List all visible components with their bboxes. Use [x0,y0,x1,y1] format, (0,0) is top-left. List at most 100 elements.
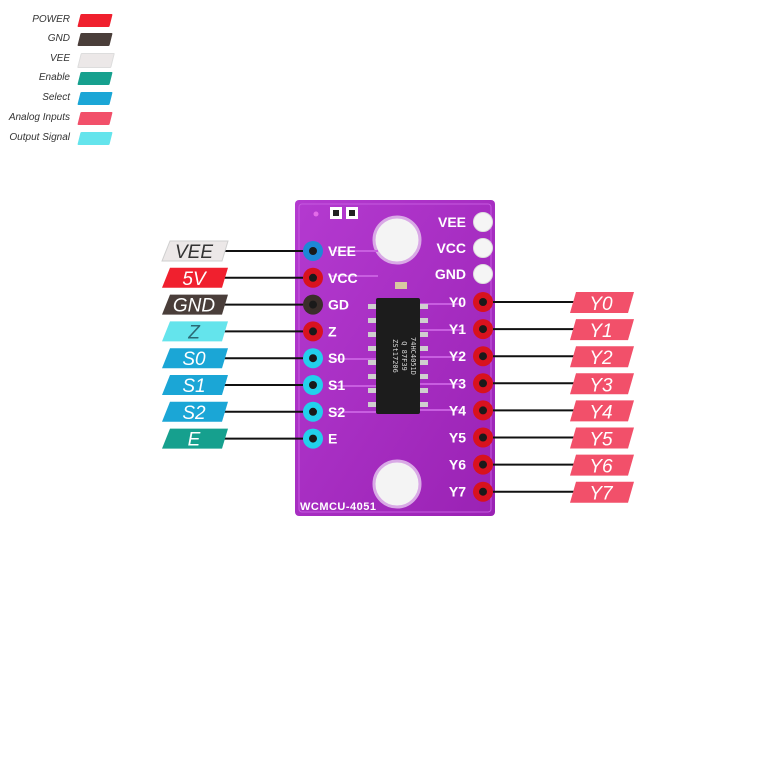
pin-hole [479,379,487,388]
pin-tag-background [570,373,634,395]
pcb-pin-label: E [328,431,337,447]
pin-tag-label: Y4 [589,402,612,423]
pin-hole [479,325,487,334]
board-model-label: WCMCU-4051 [300,501,377,513]
pcb-pin-label: GD [328,297,349,313]
pin-tag-background [570,454,634,476]
legend-item-vee: VEE [0,51,120,69]
pin-hole [309,407,317,416]
legend: POWER GND VEE Enable Select Analog Input… [0,0,130,150]
legend-label: Output Signal [9,132,70,143]
pin-tag-background [162,401,228,422]
legend-item-analog-inputs: Analog Inputs [0,110,120,128]
pin-hole [479,460,487,469]
pin-tag-label: GND [173,296,216,317]
pin-tag-background [570,346,634,368]
pin-hole [309,381,317,389]
pcb-pin-label: S0 [328,350,345,366]
pin-hole [479,406,487,415]
pin-tag-s2: S2 [162,401,228,424]
pcb-pin-label: VCC [436,240,466,256]
chip-marking-line: Q 87F39 [400,341,408,371]
pin-tag-background [570,292,634,313]
pin-tag-label: Y1 [589,321,612,342]
pin-tag-label: Y7 [589,484,614,505]
ic-pin [420,374,428,379]
pin-tag-gnd: GND [162,294,228,317]
pin-tag-background [570,400,634,422]
pcb-pin-label: Y0 [449,294,466,310]
pin-tag-background [162,428,228,449]
pin-tag-label: Y3 [589,375,613,396]
ic-pin [420,332,428,337]
pcb-pin-label: Y2 [449,348,466,364]
pin-tag-background [162,321,228,342]
pcb-pin-label: GND [435,266,466,282]
legend-item-select: Select [0,90,120,108]
legend-label: Select [42,92,70,103]
pin-tag-5v: 5V [162,267,228,290]
pcb-pin-label: S2 [328,404,345,420]
pin-tag-label: 5V [182,269,208,290]
smd-component [395,282,407,289]
pcb-pin-label: Z [328,323,337,339]
pin-wires [222,250,576,493]
pin-tag-label: Y5 [589,430,613,451]
pin-hole [479,433,487,442]
legend-item-output-signal: Output Signal [0,130,120,148]
pin-tag-background [162,348,228,369]
pcb-pin-label: VEE [328,243,356,259]
pin-hole [309,273,317,282]
pin-tag-background [570,319,634,341]
legend-label: POWER [32,14,70,25]
pin-tag-label: Y6 [589,457,613,478]
pin-hole [309,247,317,255]
chip-marking-line: ZSt17206 [391,339,399,373]
mounting-hole-top [372,215,422,265]
pin-tag-background [162,375,228,395]
ic-pin [368,388,376,393]
pin-hole [309,354,317,363]
chip-marking-line: 74HC4051D [409,337,417,375]
pcb-pin-label: Y6 [449,457,466,473]
pin-tag-y1: Y1 [570,319,634,342]
ic-chip [376,298,420,414]
pcb-pin-label: VEE [438,214,466,230]
pin-tag-label: Y0 [589,294,613,315]
pin-hole [309,300,317,309]
pin-tag-label: S0 [182,349,206,370]
pin-tag-s0: S0 [162,348,228,370]
pin-tag-y4: Y4 [570,400,634,423]
pcb-pin-label: Y3 [449,375,466,391]
pin-tag-background [161,240,229,262]
ic-pin [420,388,428,393]
pcb-pin-label: Y7 [449,484,466,500]
pin-tag-label: VEE [175,242,213,263]
pin-tag-y5: Y5 [570,427,634,451]
pin-tag-label: S1 [182,376,205,397]
ic-pin [368,346,376,351]
pin-tag-s1: S1 [162,375,228,397]
ic-pin [368,332,376,337]
pin-tag-background [162,294,228,315]
pin-tag-label: Y2 [589,348,613,369]
pin-tag-z: Z [162,321,228,343]
pin-hole [309,434,317,443]
pin-tag-y7: Y7 [570,481,634,505]
legend-label: Enable [38,72,70,83]
pin-tag-label: E [188,430,201,451]
pin-tag-background [570,427,634,449]
pcb-pin-label: Y1 [449,321,466,337]
ic-pin [368,304,376,309]
pin-tag-vee: VEE [161,240,229,263]
legend-label: VEE [49,53,70,64]
pin-hole [479,352,487,361]
pin-pad [473,212,493,232]
pin-hole [479,487,487,496]
ic-pin [368,360,376,365]
pin-tag-label: S2 [182,403,206,424]
